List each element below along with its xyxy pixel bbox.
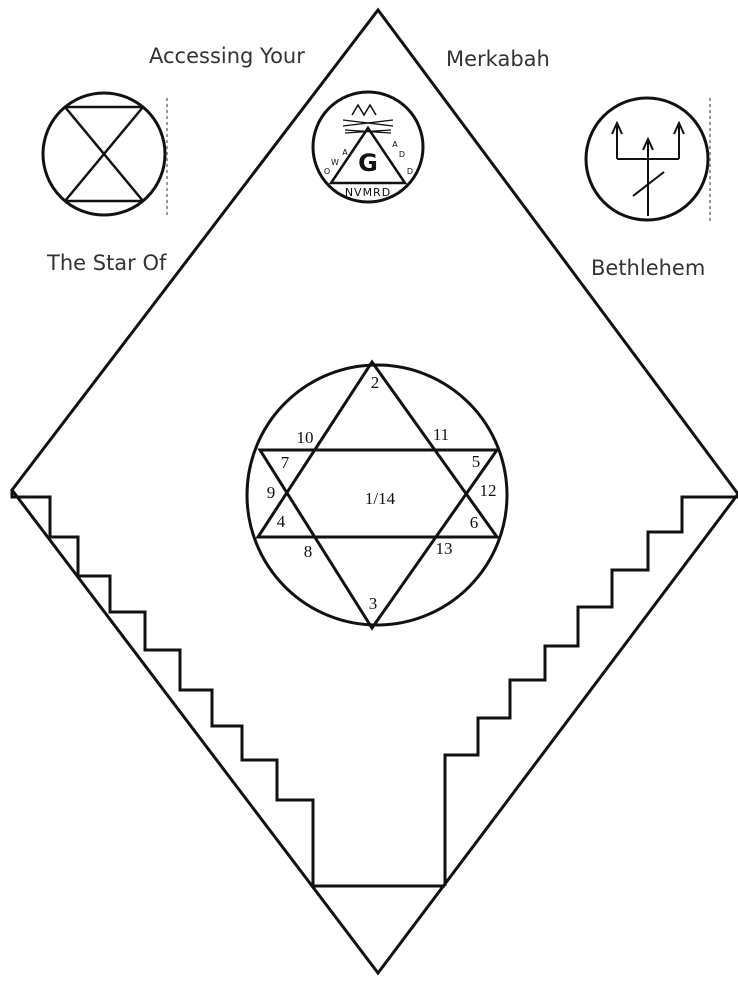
caption-bottom-right: Bethlehem bbox=[591, 258, 705, 279]
star-label-12: 12 bbox=[480, 481, 497, 500]
star-label-2: 2 bbox=[371, 373, 380, 392]
seal-right-letter-1: A bbox=[392, 140, 398, 149]
star-label-10: 10 bbox=[297, 428, 314, 447]
star-label-1-14: 1/14 bbox=[365, 489, 396, 508]
star-label-8: 8 bbox=[304, 542, 313, 561]
seal-left-letter-3: A bbox=[342, 148, 348, 157]
star-label-3: 3 bbox=[369, 594, 378, 613]
seal-right-letter-3: D bbox=[407, 167, 413, 176]
star-label-11: 11 bbox=[433, 425, 449, 444]
seal-left-letter-1: O bbox=[324, 167, 330, 176]
g-triangle-seal: G NVMRD O W A A D D bbox=[313, 92, 423, 202]
star-label-9: 9 bbox=[267, 483, 276, 502]
hourglass-seal bbox=[43, 93, 167, 215]
seal-left-letter-2: W bbox=[331, 158, 339, 167]
star-label-4: 4 bbox=[277, 512, 286, 531]
caption-top-left: Accessing Your bbox=[149, 46, 305, 67]
star-label-7: 7 bbox=[281, 453, 290, 472]
seal-base-text: NVMRD bbox=[345, 186, 391, 199]
caption-top-right: Merkabah bbox=[446, 49, 550, 70]
seal-right-letter-2: D bbox=[399, 150, 405, 159]
star-label-6: 6 bbox=[470, 513, 479, 532]
seal-letter-g: G bbox=[358, 149, 378, 177]
star-label-5: 5 bbox=[472, 452, 481, 471]
star-label-13: 13 bbox=[436, 539, 453, 558]
caption-bottom-left: The Star Of bbox=[47, 253, 166, 274]
star-labels: 2 10 11 7 9 4 1/14 5 12 6 8 13 3 bbox=[267, 373, 497, 613]
trident-seal bbox=[586, 98, 710, 222]
